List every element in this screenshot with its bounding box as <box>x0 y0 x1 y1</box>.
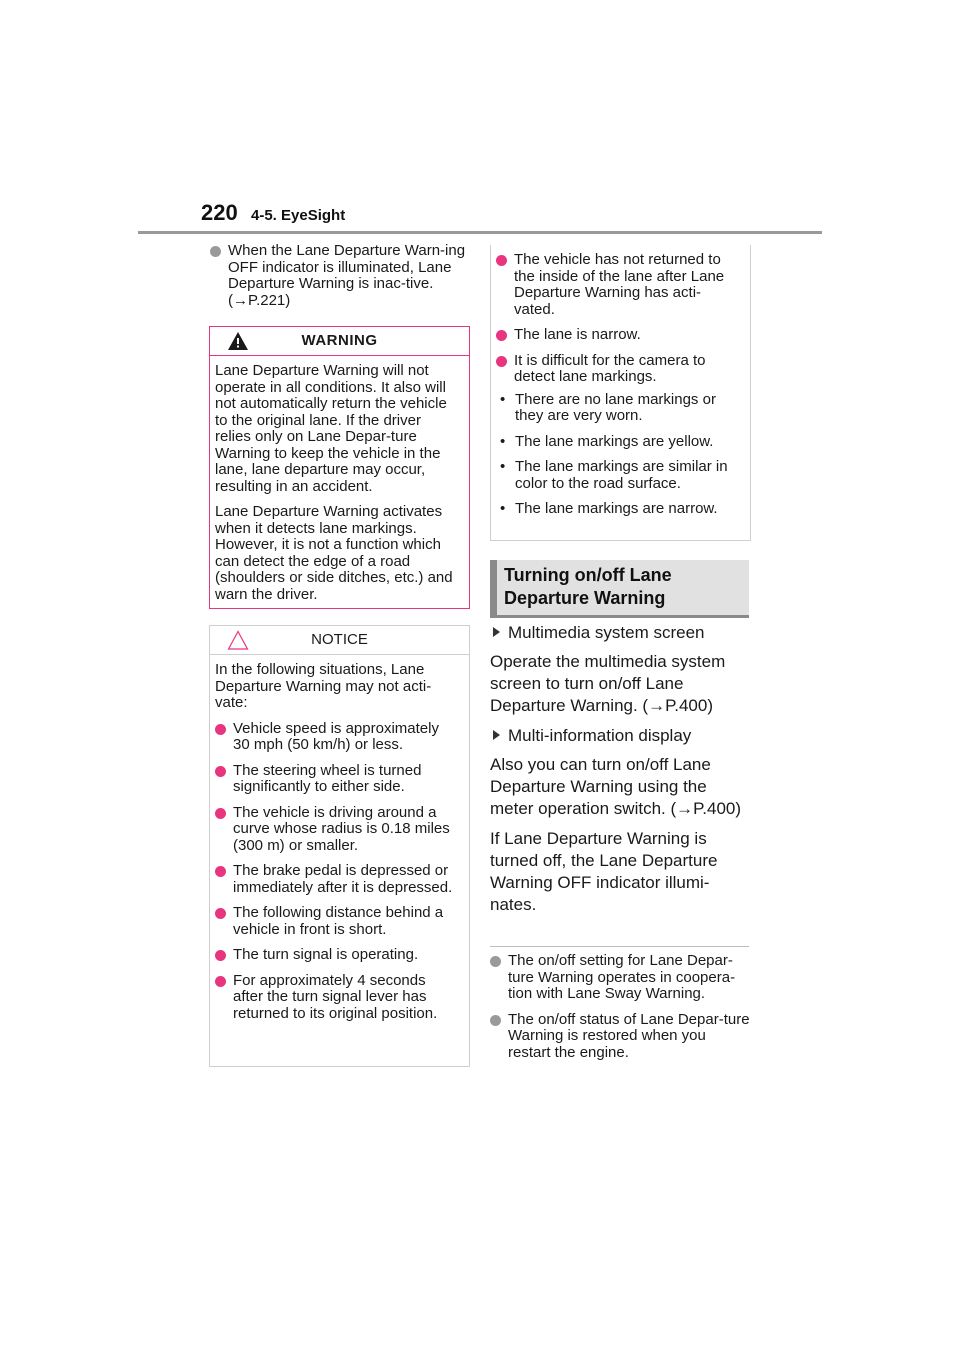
notes-divider <box>490 946 749 947</box>
warning-paragraph: Lane Departure Warning activates when it… <box>215 503 453 603</box>
body-paragraph: If Lane Departure Warning is turned off,… <box>490 829 718 914</box>
list-item: When the Lane Departure Warn-ing OFF ind… <box>210 242 472 309</box>
triangle-bullet-icon <box>493 730 500 740</box>
list-item: The brake pedal is depressed or immediat… <box>215 862 459 896</box>
list-item: Vehicle speed is approximately 30 mph (5… <box>215 720 459 754</box>
bullet-icon <box>490 1014 501 1026</box>
notice-continued-box: The vehicle has not returned to the insi… <box>490 245 751 541</box>
warning-title: WARNING <box>301 332 378 349</box>
notice-title: NOTICE <box>311 631 368 648</box>
bullet-icon <box>496 330 507 341</box>
bullet-icon <box>215 765 226 777</box>
list-item: The turn signal is operating. <box>215 946 459 964</box>
section-title: 4-5. EyeSight <box>251 207 346 224</box>
list-item: It is difficult for the camera to detect… <box>496 352 740 386</box>
bullet-icon <box>496 355 507 367</box>
bullet-icon <box>215 866 226 877</box>
bullet-icon <box>490 956 501 967</box>
notice-intro: In the following situations, Lane Depart… <box>215 661 432 711</box>
page-header: 220 4-5. EyeSight <box>0 0 960 240</box>
body-paragraph: Also you can turn on/off Lane Departure … <box>490 755 742 818</box>
list-item: For approximately 4 seconds after the tu… <box>215 972 459 1023</box>
heading-bar <box>490 560 497 618</box>
list-item: The following distance behind a vehicle … <box>215 904 459 938</box>
main-text: Multimedia system screen Operate the mul… <box>490 622 752 916</box>
warning-paragraph: Lane Departure Warning will not operate … <box>215 362 447 495</box>
bullet-icon <box>215 723 226 735</box>
warning-header: WARNING <box>210 327 469 356</box>
sub-list-item: •The lane markings are similar in color … <box>500 458 728 492</box>
list-item: The on/off setting for Lane Depar-ture W… <box>490 952 752 1003</box>
warning-body: Lane Departure Warning will not operate … <box>210 356 469 603</box>
sub-list-item: •The lane markings are narrow. <box>500 500 718 517</box>
list-item: The steering wheel is turned significant… <box>215 762 459 796</box>
intro-note: When the Lane Departure Warn-ing OFF ind… <box>210 242 472 309</box>
list-item: The lane is narrow. <box>496 326 740 344</box>
notice-header: NOTICE <box>210 626 469 655</box>
notes: The on/off setting for Lane Depar-ture W… <box>490 952 752 1070</box>
list-item: The vehicle is driving around a curve wh… <box>215 804 459 855</box>
notice-continued-body: The vehicle has not returned to the insi… <box>491 245 750 518</box>
list-item: The vehicle has not returned to the insi… <box>496 251 740 318</box>
list-item: The on/off status of Lane Depar-ture War… <box>490 1011 752 1062</box>
bullet-icon <box>215 908 226 919</box>
notice-box: NOTICE In the following situations, Lane… <box>209 625 470 1067</box>
bullet-icon <box>215 807 226 819</box>
subheading-multimedia: Multimedia system screen <box>490 622 752 644</box>
body-paragraph: Operate the multimedia system screen to … <box>490 652 726 715</box>
bullet-icon <box>215 950 226 961</box>
bullet-icon <box>215 975 226 987</box>
sub-list-item: •The lane markings are yellow. <box>500 432 714 450</box>
warning-triangle-icon <box>228 332 248 350</box>
bullet-icon <box>210 246 221 257</box>
sub-list-item: •There are no lane markings or they are … <box>500 390 716 424</box>
subheading-multi-info: Multi-information display <box>490 725 752 747</box>
heading-title: Turning on/off Lane Departure Warning <box>504 565 672 608</box>
warning-box: WARNING Lane Departure Warning will not … <box>209 326 470 609</box>
bullet-icon <box>496 255 507 266</box>
notice-triangle-icon <box>227 630 249 650</box>
header-rule <box>138 231 822 234</box>
triangle-bullet-icon <box>493 627 500 637</box>
page-number: 220 <box>201 200 238 225</box>
notice-body: In the following situations, Lane Depart… <box>210 655 469 1022</box>
section-heading: Turning on/off Lane Departure Warning <box>490 560 749 618</box>
